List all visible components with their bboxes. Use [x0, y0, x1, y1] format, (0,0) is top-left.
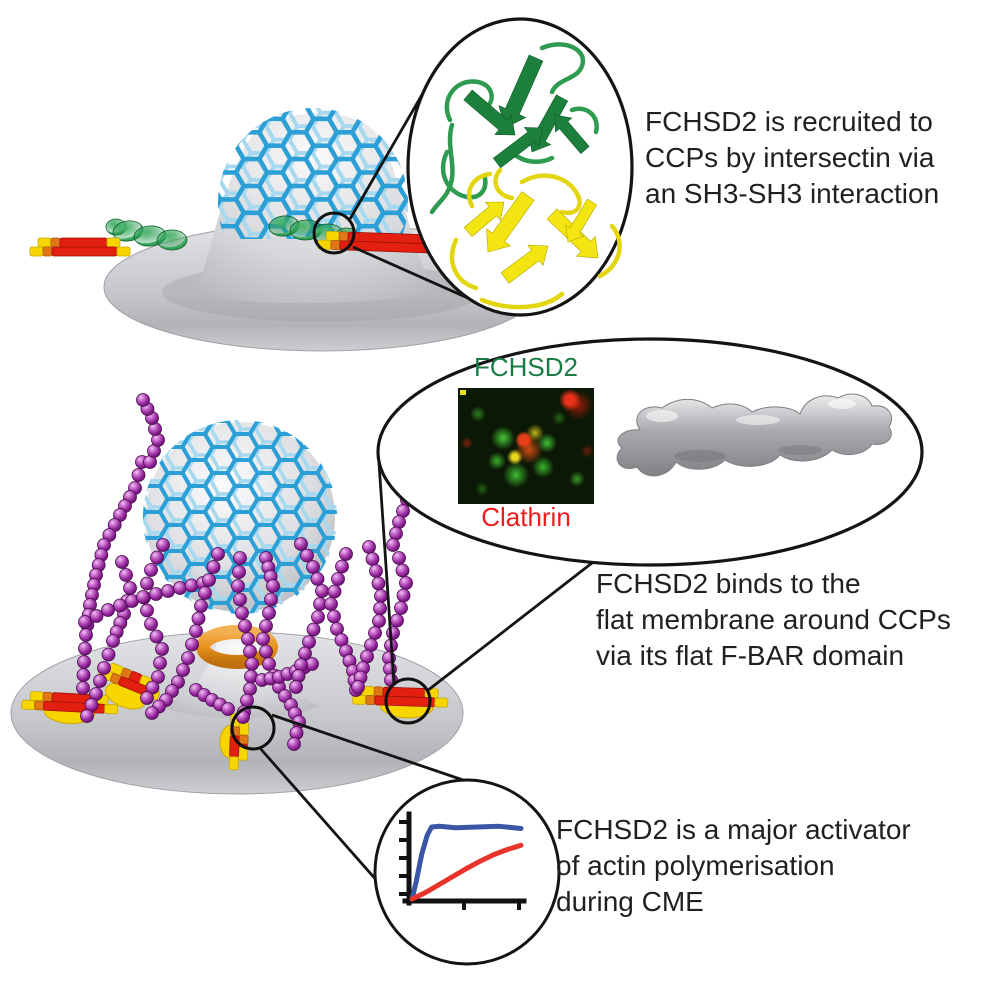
beta-strand-arrow	[486, 191, 535, 253]
actin-filament	[136, 393, 165, 469]
micrograph-label-clathrin: Clathrin	[481, 502, 571, 532]
actin-filament	[145, 547, 225, 720]
inset-graph	[399, 811, 527, 910]
fbar-dimer	[219, 713, 250, 771]
caption-actin-activation: FCHSD2 is a major activator of actin pol…	[556, 814, 911, 917]
beta-strand-arrow	[498, 54, 544, 129]
sh3-ribbon-green	[429, 42, 599, 215]
fbar-dimer	[29, 237, 131, 257]
actin-filament	[289, 537, 329, 694]
fbar-em-density	[616, 393, 893, 477]
connector-line	[271, 713, 467, 783]
connector-line	[426, 554, 602, 693]
beta-strand-arrow	[554, 114, 590, 155]
actin-filament	[231, 551, 259, 719]
caption-sh3-recruitment: FCHSD2 is recruited to CCPs by intersect…	[645, 106, 940, 209]
actin-filament	[351, 540, 388, 694]
highlight-circle-actin	[230, 705, 276, 751]
highlight-circle-fbar	[384, 677, 432, 725]
beta-strand-arrow	[565, 198, 598, 243]
actin-filament	[324, 547, 363, 697]
sh3-ribbon-yellow	[449, 167, 622, 310]
graph-ticks	[399, 820, 521, 910]
beta-strand-arrow	[463, 89, 516, 136]
actin-filament	[189, 683, 250, 724]
micrograph-label-fchsd2: FCHSD2	[473, 352, 578, 382]
connector-line	[257, 746, 388, 892]
graph-series	[409, 823, 524, 902]
beta-strand-arrow	[492, 127, 544, 169]
beta-strand-arrow	[463, 201, 505, 238]
graph-series	[409, 842, 524, 902]
graph-curves	[409, 823, 524, 902]
actin-filaments	[76, 393, 418, 751]
fluorescence-micrograph	[458, 388, 594, 504]
beta-strand-arrow	[500, 244, 549, 284]
actin-filament	[382, 551, 413, 687]
callout-circle-graph	[373, 778, 561, 966]
fbar-dimer	[352, 685, 449, 719]
connector-line	[377, 462, 396, 685]
highlight-circle-sh3	[312, 211, 356, 255]
actin-filament	[256, 551, 306, 751]
actin-filament	[136, 538, 170, 705]
caption-fbar-binding: FCHSD2 binds to the flat membrane around…	[596, 568, 951, 671]
